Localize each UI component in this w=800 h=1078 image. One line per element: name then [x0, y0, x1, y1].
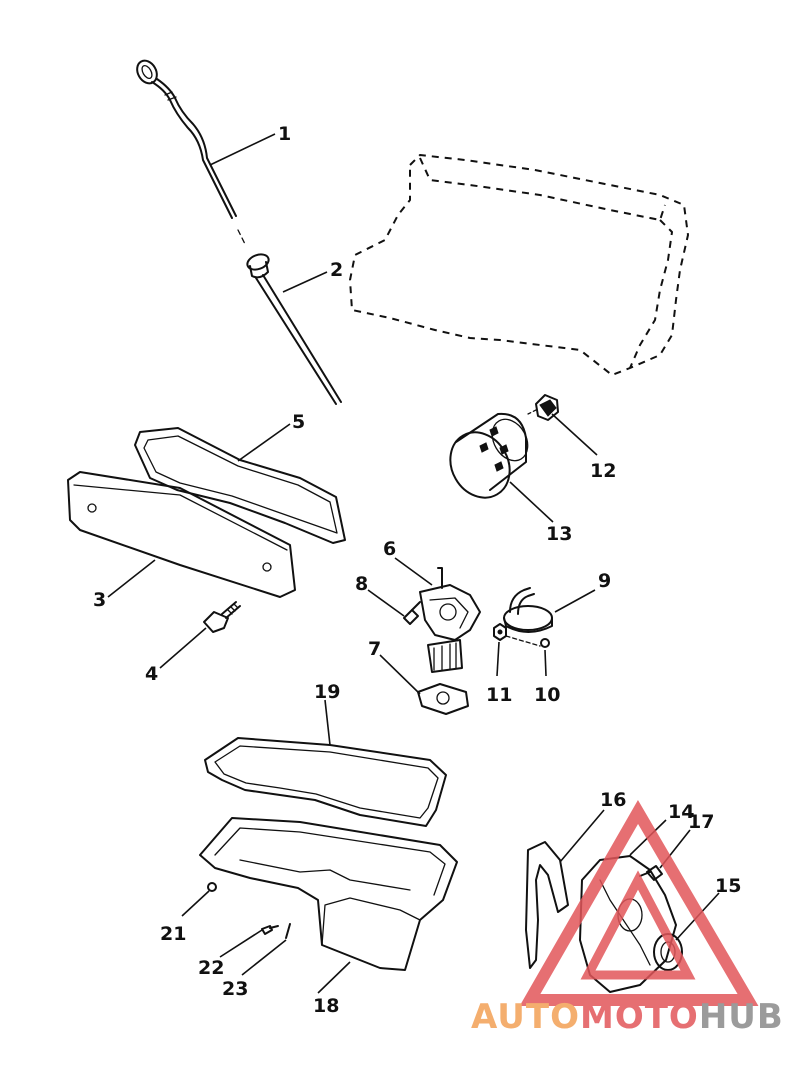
callout-1: 1 [278, 123, 291, 145]
dipstick-tube [246, 253, 342, 405]
leader-6 [394, 557, 433, 586]
dipstick [136, 59, 247, 247]
leader-22 [219, 929, 263, 958]
callout-9: 9 [598, 570, 611, 592]
callout-18: 18 [313, 995, 339, 1017]
oil-pan [199, 817, 458, 971]
callout-7: 7 [368, 638, 381, 660]
drain-plug [207, 882, 217, 892]
callout-5: 5 [292, 411, 305, 433]
engine-block-outline [349, 154, 689, 376]
callout-13: 13 [546, 523, 572, 545]
leader-12 [551, 413, 598, 456]
watermark-triangle-logo [519, 800, 759, 1006]
leader-lines [107, 133, 720, 994]
callout-labels: 1 2 3 4 5 6 7 8 9 10 11 12 13 14 15 16 1… [93, 123, 741, 1017]
pan-stud [285, 923, 291, 939]
watermark-text-auto: AUTO [471, 997, 580, 1037]
leader-7 [379, 654, 421, 695]
callout-6: 6 [383, 538, 396, 560]
leader-19 [324, 699, 331, 746]
callout-19: 19 [314, 681, 340, 703]
oil-filter [449, 412, 529, 499]
callout-23: 23 [222, 978, 248, 1000]
leader-10 [544, 649, 547, 677]
callout-2: 2 [330, 259, 343, 281]
automotohub-watermark: AUTOMOTOHUB [471, 800, 784, 1037]
timing-cover-gasket [525, 841, 569, 969]
leader-4 [159, 627, 207, 669]
watermark-text-hub: HUB [699, 997, 784, 1037]
leader-8 [367, 589, 405, 617]
leader-23 [241, 939, 287, 976]
callout-17: 17 [688, 811, 714, 833]
leader-13 [509, 481, 554, 523]
valve-cover-bolt [203, 601, 241, 633]
callout-4: 4 [145, 663, 158, 685]
svg-text:AUTOMOTOHUB: AUTOMOTOHUB [471, 997, 784, 1037]
valve-cover [67, 471, 296, 598]
leader-5 [237, 423, 291, 462]
callout-11: 11 [486, 684, 512, 706]
oil-pickup-screen [503, 587, 553, 633]
callout-10: 10 [534, 684, 560, 706]
pump-screw [403, 601, 421, 625]
oil-pan-gasket [204, 737, 447, 827]
leader-21 [181, 890, 210, 917]
callout-21: 21 [160, 923, 186, 945]
leader-11 [496, 641, 500, 677]
leader-16 [559, 809, 605, 863]
leader-3 [107, 559, 156, 598]
leader-18 [317, 961, 351, 994]
callout-15: 15 [715, 875, 741, 897]
oil-filter-fitting [527, 394, 559, 421]
pickup-nut [493, 623, 507, 641]
pan-bolt [261, 925, 279, 935]
callout-16: 16 [600, 789, 626, 811]
pickup-stud [505, 635, 550, 648]
oil-pump [419, 567, 481, 673]
callout-8: 8 [355, 573, 368, 595]
callout-12: 12 [590, 460, 616, 482]
timing-cover-bolt [639, 865, 663, 881]
leader-1 [209, 133, 276, 166]
callout-22: 22 [198, 957, 224, 979]
callout-3: 3 [93, 589, 106, 611]
callout-14: 14 [668, 801, 694, 823]
watermark-text-moto: MOTO [580, 997, 699, 1037]
pump-gasket [417, 683, 469, 715]
leader-2 [282, 271, 328, 293]
leader-9 [554, 589, 596, 613]
